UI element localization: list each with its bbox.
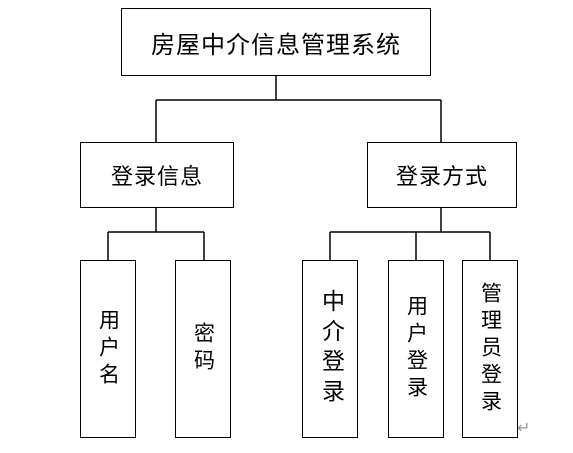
password-node: 密码 [175, 260, 231, 438]
paragraph-mark-icon: ↵ [517, 418, 531, 437]
user-login-label: 用户登录 [404, 295, 429, 403]
login-method-label: 登录方式 [395, 165, 488, 190]
admin-login-node: 管理员登录 [462, 260, 518, 438]
login-info-node: 登录信息 [80, 142, 234, 208]
login-info-label: 登录信息 [110, 165, 203, 190]
password-label: 密码 [191, 322, 216, 376]
admin-login-label: 管理员登录 [478, 281, 503, 417]
user-login-node: 用户登录 [388, 260, 444, 438]
login-method-node: 登录方式 [367, 142, 517, 208]
root-node-label: 房屋中介信息管理系统 [151, 30, 401, 59]
username-label: 用户名 [96, 308, 121, 390]
agent-login-label: 中介登录 [317, 289, 344, 409]
username-node: 用户名 [80, 260, 136, 438]
agent-login-node: 中介登录 [302, 260, 358, 438]
root-node: 房屋中介信息管理系统 [121, 8, 431, 76]
